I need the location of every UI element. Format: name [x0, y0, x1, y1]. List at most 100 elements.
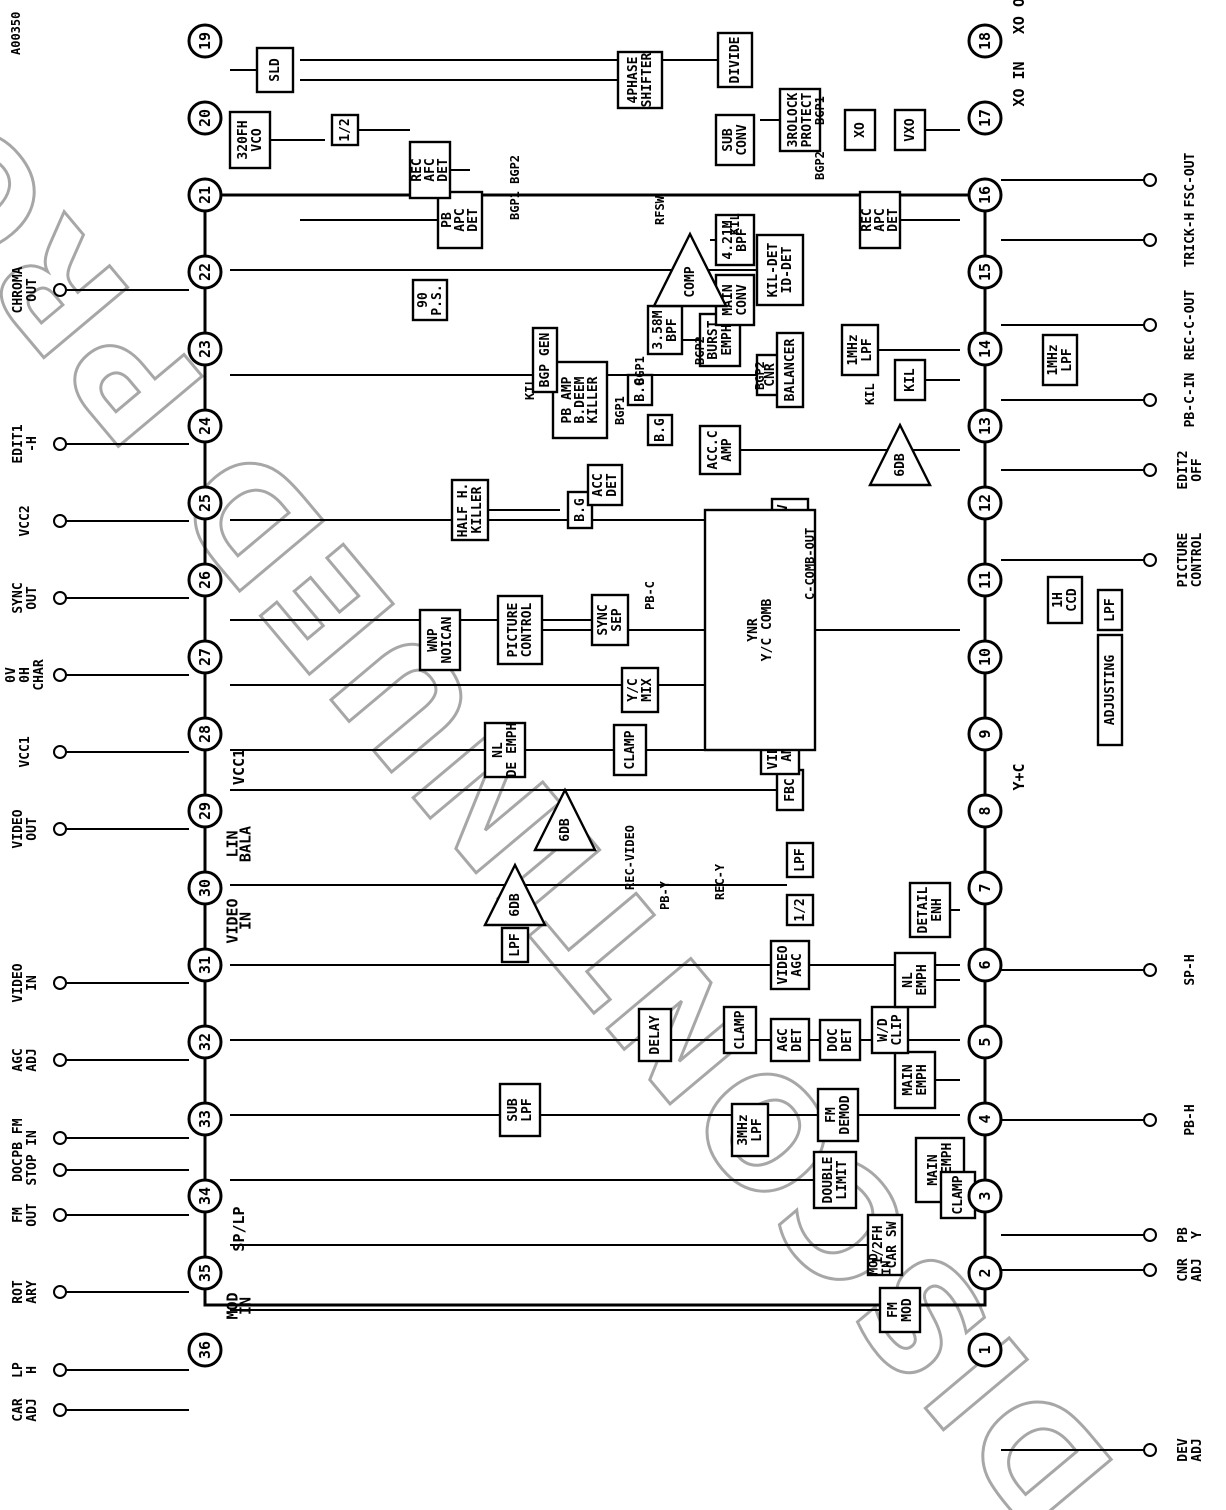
- terminal-label: PICTURECONTROL: [1176, 532, 1205, 587]
- block-main-emph: MAINEMPH: [893, 1050, 937, 1110]
- block-kil-det: KIL-DETID-DET: [755, 233, 805, 307]
- terminal-top-10: 0V0HCHAR: [4, 659, 67, 691]
- pin-16: 16: [967, 177, 1003, 213]
- pin-1: 1: [967, 1332, 1003, 1368]
- pin-number: 3: [976, 1191, 994, 1200]
- signal-label: BGP2: [753, 361, 767, 390]
- block-half-h-killer: HALF H.KILLER: [450, 478, 490, 542]
- pin-23: 23: [187, 331, 223, 367]
- pin-number: 24: [196, 417, 214, 435]
- pin-number: 21: [196, 186, 214, 204]
- pin-number: 14: [976, 340, 994, 358]
- block-label: B.G: [653, 418, 668, 442]
- pin-number: 30: [196, 879, 214, 897]
- block-label: 3ROLOCKPROTECT: [786, 92, 815, 147]
- amp-label: 6DB: [508, 893, 523, 917]
- block-label: PICTURECONTROL: [506, 602, 535, 657]
- pin-33: 33: [187, 1101, 223, 1137]
- pin-label: Y+C: [1010, 763, 1028, 790]
- pin-11: 11: [967, 562, 1003, 598]
- block-label: CNR: [763, 363, 778, 387]
- block-label: 4.21MBPF: [721, 220, 750, 259]
- pin-number: 12: [976, 494, 994, 512]
- terminal-bottom-2: PBY: [1143, 1227, 1205, 1243]
- block-kil: KIL: [893, 358, 927, 402]
- block-trap-lpf: 1MHzLPF: [1041, 333, 1079, 387]
- terminal-label: PB-C-IN: [1183, 372, 1198, 427]
- block-wd-clip: W/DCLIP: [870, 1005, 910, 1055]
- block-agc-det: AGCDET: [769, 1017, 811, 1063]
- pin-9: 9: [967, 716, 1003, 752]
- block-label: DIVIDE: [728, 37, 743, 84]
- terminal-label: AGCADJ: [11, 1048, 40, 1071]
- block-main-conv: MAINCONV: [714, 273, 756, 327]
- block-label: NLDE EMPH: [491, 723, 520, 778]
- terminal-top-13: EDIT1-H: [11, 424, 67, 464]
- block-label: KIL-DETID-DET: [766, 242, 795, 297]
- block-label: PB AMPB.DEEMKILLER: [560, 376, 601, 423]
- block-label: KIL: [903, 368, 918, 392]
- block-label: B.G: [633, 378, 648, 402]
- terminal-label: VIDEOOUT: [11, 809, 40, 848]
- block-label: 1/2FHCAR SW: [871, 1221, 900, 1268]
- pin-number: 18: [976, 32, 994, 50]
- pin-number: 32: [196, 1033, 214, 1051]
- pin-number: 31: [196, 956, 214, 974]
- terminal-label: EDIT2OFF: [1176, 450, 1205, 489]
- amp-amp-6db-c: 6DB: [868, 422, 932, 487]
- pin-number: 8: [976, 806, 994, 815]
- block-label: 1HCCD: [1051, 588, 1080, 612]
- block-label: DELAY: [648, 1015, 663, 1054]
- block-label: DOCDET: [826, 1028, 855, 1052]
- pin-22: 22: [187, 254, 223, 290]
- terminal-label: FSC-OUT: [1183, 152, 1198, 207]
- block-ynr-comb: YNRY/C COMB: [703, 508, 817, 752]
- block-label: FBC: [783, 778, 798, 801]
- signal-label: KIL: [523, 378, 537, 400]
- signal-label: BGP1: [813, 96, 827, 125]
- block-divide: DIVIDE: [716, 31, 754, 89]
- terminal-bottom-0: DEVADJ: [1143, 1438, 1205, 1462]
- amp-amp-6db-b: 6DB: [483, 862, 547, 927]
- block-label: SLD: [268, 58, 283, 82]
- pin-number: 5: [976, 1037, 994, 1046]
- block-label: B.G: [573, 498, 588, 522]
- signal-label: BGP1: [633, 356, 647, 385]
- pin-number: 15: [976, 263, 994, 281]
- pin-number: 11: [976, 571, 994, 589]
- terminal-top-7: VIDEOIN: [11, 963, 67, 1003]
- signal-label: REC-VIDEO: [623, 825, 637, 890]
- pin-34: 34: [187, 1178, 223, 1214]
- pin-12: 12: [967, 485, 1003, 521]
- terminal-label: EDIT1-H: [11, 424, 40, 463]
- pin-number: 27: [196, 648, 214, 666]
- block-pb-amp: PB AMPB.DEEMKILLER: [551, 360, 609, 440]
- pin-label: LINBALA: [224, 826, 255, 862]
- pin-number: 22: [196, 263, 214, 281]
- block-label: HALF H.KILLER: [456, 483, 485, 538]
- block-label: LPF: [508, 933, 523, 957]
- pin-25: 25: [187, 485, 223, 521]
- signal-label: PB-Y: [658, 880, 672, 910]
- terminal-top-0: CARADJ: [11, 1398, 67, 1422]
- block-picture-control: PICTURECONTROL: [496, 594, 544, 666]
- terminal-label: PB-H: [1183, 1104, 1198, 1135]
- terminal-bottom-10: FSC-OUT: [1143, 152, 1198, 207]
- block-sld: SLD: [255, 46, 295, 94]
- pin-label: VCC1: [230, 749, 248, 785]
- pin-7: 7: [967, 870, 1003, 906]
- pin-number: 36: [196, 1341, 214, 1359]
- block-xo: XO: [843, 108, 877, 152]
- block-bpf-358: 3.58MBPF: [646, 304, 684, 356]
- block-vxo: VXO: [893, 108, 927, 152]
- block-protect: 3ROLOCKPROTECT: [778, 87, 822, 153]
- block-bpf-421: 4.21MBPF: [714, 213, 756, 267]
- block-label: 4PHASESHIFTER: [626, 52, 655, 107]
